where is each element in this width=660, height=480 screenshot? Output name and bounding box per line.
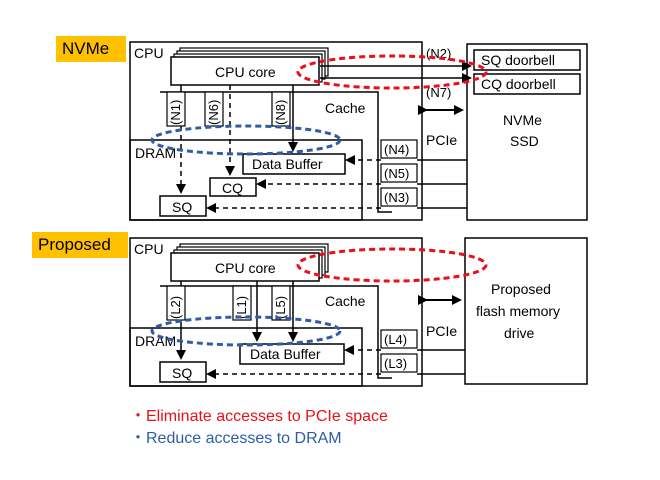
n3-label: (N3) bbox=[384, 190, 409, 205]
n5-label: (N5) bbox=[384, 166, 409, 181]
cache-box bbox=[160, 285, 392, 379]
nvme-badge: NVMe bbox=[56, 36, 126, 62]
l5-label: (L5) bbox=[273, 296, 288, 319]
n8-label: (N8) bbox=[273, 100, 288, 125]
dram-label: DRAM bbox=[135, 145, 176, 161]
cq-doorbell-box bbox=[473, 73, 581, 95]
drive-line3: drive bbox=[504, 325, 535, 341]
l1-label: (L1) bbox=[234, 296, 249, 319]
drive-line2: flash memory bbox=[476, 303, 560, 319]
cpu-core-box bbox=[170, 56, 320, 86]
pcie-access-ellipse bbox=[296, 247, 488, 283]
cpu-core-box bbox=[170, 252, 320, 282]
proposed-section: CPU CPU core Cache DRAM Data Buffer SQ (… bbox=[129, 237, 588, 387]
pcie-label: PCIe bbox=[426, 132, 457, 148]
sq-label: SQ bbox=[172, 365, 192, 381]
pcie-label: PCIe bbox=[426, 323, 457, 339]
cache-label: Cache bbox=[325, 293, 366, 309]
legend-reduce-dram: ・Reduce accesses to DRAM bbox=[130, 430, 342, 447]
n1-label: (N1) bbox=[168, 100, 183, 125]
nvme-ssd-box bbox=[466, 43, 588, 221]
drive-line1: Proposed bbox=[491, 281, 551, 297]
n6-label-box bbox=[204, 91, 224, 127]
cq-doorbell-label: CQ doorbell bbox=[481, 76, 556, 92]
data-buffer-label: Data Buffer bbox=[252, 156, 323, 172]
n7-label: (N7) bbox=[426, 85, 451, 100]
proposed-drive-box bbox=[464, 237, 588, 385]
sq-doorbell-label: SQ doorbell bbox=[481, 52, 555, 68]
proposed-badge: Proposed bbox=[32, 232, 128, 258]
data-buffer-label: Data Buffer bbox=[250, 346, 321, 362]
cpu-core-label: CPU core bbox=[215, 260, 276, 276]
sq-label: SQ bbox=[172, 199, 192, 215]
cpu-label: CPU bbox=[134, 241, 164, 257]
cq-label: CQ bbox=[222, 180, 243, 196]
n1-label-box bbox=[166, 91, 186, 127]
dram-box bbox=[129, 139, 363, 221]
ssd-device-label: SSD bbox=[510, 133, 539, 149]
nvme-device-label: NVMe bbox=[503, 112, 542, 128]
cpu-core-label: CPU core bbox=[215, 64, 276, 80]
dram-access-ellipse bbox=[150, 315, 342, 347]
cpu-label: CPU bbox=[134, 45, 164, 61]
sq-doorbell-box bbox=[473, 49, 581, 71]
cache-label: Cache bbox=[325, 100, 366, 116]
l3-label: (L3) bbox=[384, 356, 407, 371]
dram-access-ellipse bbox=[150, 124, 342, 156]
n4-label: (N4) bbox=[384, 142, 409, 157]
cache-box bbox=[160, 91, 392, 213]
l2-label: (L2) bbox=[168, 296, 183, 319]
n6-label: (N6) bbox=[206, 100, 221, 125]
dram-box bbox=[129, 327, 363, 387]
l4-label: (L4) bbox=[384, 332, 407, 347]
dram-label: DRAM bbox=[135, 333, 176, 349]
nvme-section: CPU CPU core Cache DRAM Data Buffer CQ S… bbox=[129, 41, 588, 221]
pcie-access-ellipse bbox=[296, 54, 488, 90]
legend-eliminate-pcie: ・Eliminate accesses to PCIe space bbox=[130, 408, 388, 425]
